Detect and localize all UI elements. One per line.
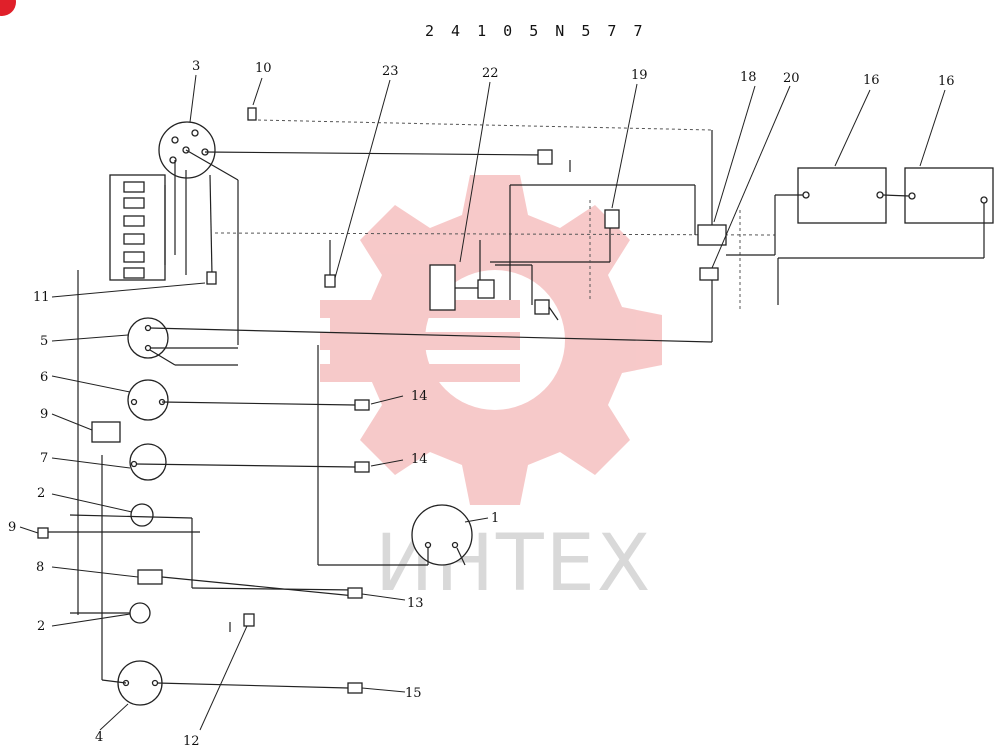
component-5 <box>127 317 169 359</box>
label-19: 19 <box>631 68 648 83</box>
label-22: 22 <box>482 66 499 81</box>
label-11: 11 <box>33 290 50 305</box>
label-18: 18 <box>740 70 757 85</box>
component-8 <box>137 569 163 585</box>
label-2-lower: 2 <box>37 619 45 634</box>
component-22 <box>477 279 495 299</box>
component-19 <box>604 209 620 229</box>
leader-lines <box>19 74 946 731</box>
component-20 <box>699 267 719 281</box>
component-9-upper <box>91 421 121 443</box>
label-7: 7 <box>40 451 48 466</box>
label-20: 20 <box>783 71 800 86</box>
label-16-right: 16 <box>938 74 955 89</box>
component-6 <box>127 379 169 421</box>
label-1: 1 <box>491 511 499 526</box>
component-1 <box>411 504 473 566</box>
labels: 1 2 2 3 4 5 6 7 8 9 9 10 11 12 13 14 14 … <box>8 59 955 749</box>
label-2-upper: 2 <box>37 486 45 501</box>
component-7 <box>129 443 167 481</box>
label-9-upper: 9 <box>40 407 48 422</box>
label-14-lower: 14 <box>411 452 428 467</box>
label-12: 12 <box>183 734 200 749</box>
lamp-16-left <box>797 167 887 224</box>
component-2-upper <box>130 503 154 527</box>
relay-11 <box>206 271 217 285</box>
label-23: 23 <box>382 64 399 79</box>
label-3: 3 <box>192 59 200 74</box>
label-9-lower: 9 <box>8 520 16 535</box>
connector-13 <box>347 587 363 599</box>
diagram-title: 2 4 1 0 5 N 5 7 7 <box>425 22 647 40</box>
component-9-lower <box>37 527 49 539</box>
connector-14-upper <box>354 399 370 411</box>
connector-14-lower <box>354 461 370 473</box>
connector-15 <box>347 682 363 694</box>
label-6: 6 <box>40 370 48 385</box>
component-18 <box>697 224 727 246</box>
label-15: 15 <box>405 686 422 701</box>
corner-badge <box>0 0 16 16</box>
sensor-23 <box>324 274 336 288</box>
label-16-left: 16 <box>863 73 880 88</box>
label-10: 10 <box>255 61 272 76</box>
component-12 <box>243 613 255 627</box>
component-2-lower <box>129 602 151 624</box>
label-14-upper: 14 <box>411 389 428 404</box>
label-8: 8 <box>36 560 44 575</box>
lamp-16-right <box>904 167 994 224</box>
wires <box>37 107 994 706</box>
label-13: 13 <box>407 596 424 611</box>
label-4: 4 <box>95 730 103 745</box>
watermark-gear-logo <box>320 175 662 505</box>
label-5: 5 <box>40 334 48 349</box>
